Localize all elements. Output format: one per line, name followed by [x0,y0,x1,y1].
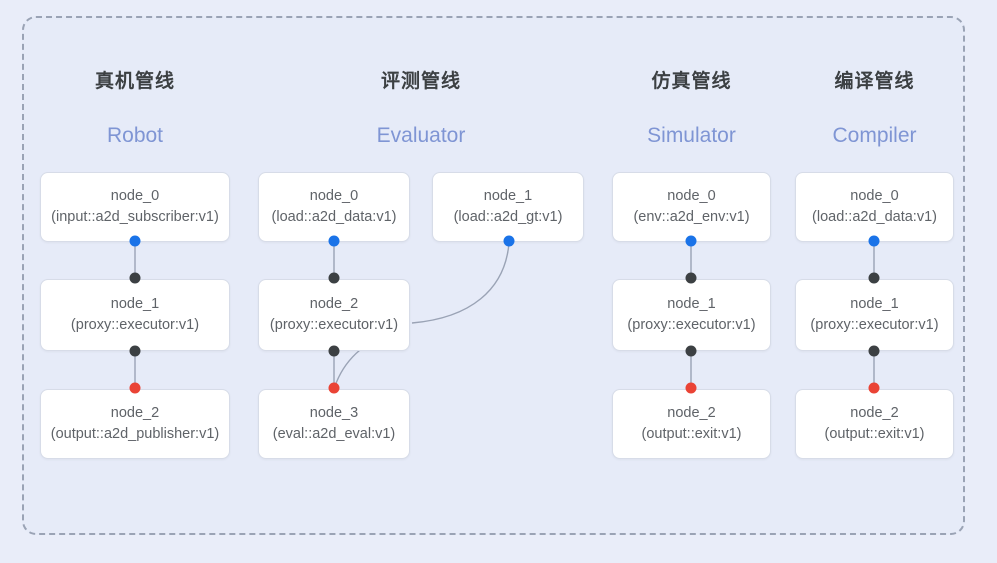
node-name: node_2 [667,405,716,421]
node-type: (proxy::executor:v1) [627,317,756,333]
port-output-evaluator-2[interactable] [328,345,340,357]
column-title-cn-compiler: 编译管线 [834,71,915,92]
port-input-compiler-2[interactable] [868,382,880,394]
node-type: (load::a2d_data:v1) [271,209,397,225]
node-type: (proxy::executor:v1) [269,317,399,333]
node-name: node_0 [667,188,716,204]
node-name: node_3 [309,405,359,421]
node-type: (load::a2d_gt:v1) [453,209,563,225]
port-output-robot-1[interactable] [129,345,141,357]
node-robot-0[interactable]: node_0 (input::a2d_subscriber:v1) [40,172,230,242]
node-type: (eval::a2d_eval:v1) [272,426,396,442]
node-type: (proxy::executor:v1) [810,317,939,333]
node-robot-1[interactable]: node_1 (proxy::executor:v1) [40,279,230,351]
column-title-en-evaluator: Evaluator [376,124,466,147]
node-type: (output::exit:v1) [824,426,925,442]
node-name: node_0 [850,188,899,204]
column-title-cn-simulator: 仿真管线 [651,71,732,92]
node-type: (env::a2d_env:v1) [633,209,750,225]
port-input-compiler-1[interactable] [868,272,880,284]
node-name: node_1 [850,296,899,312]
node-compiler-2[interactable]: node_2 (output::exit:v1) [795,389,954,459]
node-simulator-1[interactable]: node_1 (proxy::executor:v1) [612,279,771,351]
column-title-en-robot: Robot [106,124,164,147]
node-evaluator-3[interactable]: node_3 (eval::a2d_eval:v1) [258,389,410,459]
column-title-en-simulator: Simulator [647,124,736,147]
node-type: (output::a2d_publisher:v1) [50,426,220,442]
node-evaluator-0[interactable]: node_0 (load::a2d_data:v1) [258,172,410,242]
port-output-compiler-0[interactable] [868,235,880,247]
port-output-evaluator-1[interactable] [503,235,515,247]
node-robot-2[interactable]: node_2 (output::a2d_publisher:v1) [40,389,230,459]
column-title-cn-robot: 真机管线 [94,71,175,92]
node-type: (proxy::executor:v1) [70,317,200,333]
node-evaluator-2[interactable]: node_2 (proxy::executor:v1) [258,279,410,351]
port-output-evaluator-0[interactable] [328,235,340,247]
port-output-simulator-0[interactable] [685,235,697,247]
port-input-evaluator-2[interactable] [328,272,340,284]
port-output-robot-0[interactable] [129,235,141,247]
node-name: node_1 [483,188,533,204]
node-type: (input::a2d_subscriber:v1) [51,209,219,225]
port-input-evaluator-3[interactable] [328,382,340,394]
column-title-cn-evaluator: 评测管线 [380,71,461,92]
port-input-simulator-2[interactable] [685,382,697,394]
node-name: node_0 [309,188,359,204]
port-output-compiler-1[interactable] [868,345,880,357]
node-evaluator-1[interactable]: node_1 (load::a2d_gt:v1) [432,172,584,242]
node-name: node_1 [110,296,160,312]
node-name: node_2 [309,296,359,312]
node-compiler-1[interactable]: node_1 (proxy::executor:v1) [795,279,954,351]
node-name: node_2 [850,405,899,421]
node-simulator-0[interactable]: node_0 (env::a2d_env:v1) [612,172,771,242]
column-title-en-compiler: Compiler [832,124,917,147]
node-type: (load::a2d_data:v1) [812,209,937,225]
port-input-simulator-1[interactable] [685,272,697,284]
node-compiler-0[interactable]: node_0 (load::a2d_data:v1) [795,172,954,242]
node-name: node_2 [110,405,160,421]
port-input-robot-2[interactable] [129,382,141,394]
port-input-robot-1[interactable] [129,272,141,284]
node-name: node_1 [667,296,716,312]
node-simulator-2[interactable]: node_2 (output::exit:v1) [612,389,771,459]
node-name: node_0 [110,188,160,204]
port-output-simulator-1[interactable] [685,345,697,357]
node-type: (output::exit:v1) [641,426,742,442]
